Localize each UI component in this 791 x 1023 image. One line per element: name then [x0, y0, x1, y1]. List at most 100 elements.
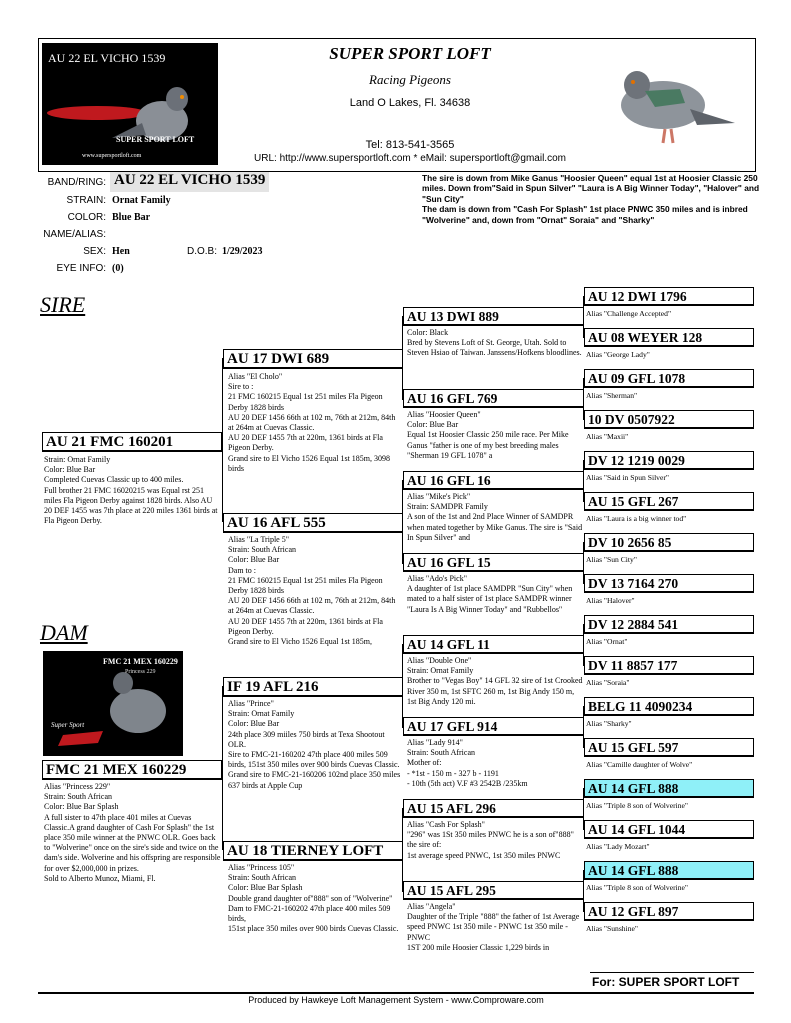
g4-band-9: DV 12 2884 541: [584, 615, 754, 634]
sire-band: AU 21 FMC 160201: [42, 432, 222, 452]
g2-desc-2: Alias "La Triple 5" Strain: South Africa…: [228, 535, 396, 647]
g2-band-3: IF 19 AFL 216: [223, 677, 403, 697]
g4-alias-14: Alias "Lady Mozart": [586, 842, 650, 851]
loft-location: Land O Lakes, Fl. 34638: [349, 97, 471, 109]
sex-label: SEX:: [83, 246, 106, 257]
dam-pigeon-photo: FMC 21 MEX 160229 Super Sport Princess 2…: [43, 651, 183, 756]
g3-desc-6: Alias "Lady 914" Strain: South African M…: [407, 738, 528, 788]
color-label: COLOR:: [67, 212, 106, 223]
g2-desc-3: Alias "Prince" Strain: Ornat Family Colo…: [228, 699, 401, 790]
g4-band-6: AU 15 GFL 267: [584, 492, 754, 511]
band-label: BAND/RING:: [47, 177, 106, 188]
dam-desc: Alias "Princess 229" Strain: South Afric…: [44, 782, 221, 883]
header-frame: [38, 38, 756, 172]
pigeon-image: [42, 43, 218, 165]
g4-band-4: 10 DV 0507922: [584, 410, 754, 429]
left-photo-title: AU 22 EL VICHO 1539: [48, 51, 166, 65]
g3-desc-3: Alias "Mike's Pick" Strain: SAMDPR Famil…: [407, 492, 583, 542]
loft-tel: Tel: 813-541-3565: [365, 139, 455, 151]
g2-band-4: AU 18 TIERNEY LOFT: [223, 841, 403, 861]
g3-desc-5: Alias "Double One" Strain: Ornat Family …: [407, 656, 583, 706]
g2-desc-1: Alias "El Cholo" Sire to : 21 FMC 160215…: [228, 372, 396, 473]
eye-label: EYE INFO:: [56, 263, 106, 274]
g4-alias-5: Alias "Said in Spun Silver": [586, 473, 669, 482]
g3-band-7: AU 15 AFL 296: [403, 799, 584, 818]
sire-desc: Strain: Ornat Family Color: Blue Bar Com…: [44, 455, 218, 526]
g3-band-6: AU 17 GFL 914: [403, 717, 584, 736]
strain-label: STRAIN:: [66, 195, 106, 206]
g4-band-2: AU 08 WEYER 128: [584, 328, 754, 347]
g4-alias-12: Alias "Camille daughter of Wolve": [586, 760, 693, 769]
g4-alias-16: Alias "Sunshine": [586, 924, 638, 933]
dam-pigeon-image: [43, 651, 183, 756]
g4-alias-9: Alias "Ornat": [586, 637, 628, 646]
loft-url-email: URL: http://www.supersportloft.com * eMa…: [254, 153, 566, 164]
g3-desc-8: Alias "Angela" Daughter of the Triple "8…: [407, 902, 580, 952]
left-photo-url: www.supersportloft.com: [82, 153, 142, 159]
sire-heading: SIRE: [40, 292, 86, 317]
g4-alias-7: Alias "Sun City": [586, 555, 637, 564]
for-loft-label: For: SUPER SPORT LOFT: [592, 975, 740, 989]
g4-band-5: DV 12 1219 0029: [584, 451, 754, 470]
g4-band-15: AU 14 GFL 888: [584, 861, 754, 880]
g3-desc-1: Color: Black Bred by Stevens Loft of St.…: [407, 328, 582, 358]
g3-band-2: AU 16 GFL 769: [403, 389, 584, 408]
pedigree-notes: The sire is down from Mike Ganus "Hoosie…: [422, 173, 760, 225]
dam-band: FMC 21 MEX 160229: [42, 760, 222, 780]
pigeon-portrait-image: [621, 71, 735, 144]
g4-alias-11: Alias "Sharky": [586, 719, 632, 728]
g4-band-14: AU 14 GFL 1044: [584, 820, 754, 839]
right-pigeon-photo: [595, 43, 750, 163]
g4-alias-4: Alias "Maxii": [586, 432, 629, 441]
g4-alias-6: Alias "Laura is a big winner tod": [586, 514, 687, 523]
sex-value: Hen: [112, 246, 130, 257]
g4-alias-15: Alias "Triple 8 son of Wolverine": [586, 883, 688, 892]
g2-band-2: AU 16 AFL 555: [223, 513, 403, 533]
connector-dam: [222, 686, 223, 850]
produced-by: Produced by Hawkeye Loft Management Syst…: [248, 995, 544, 1005]
left-photo-brand: SUPER SPORT LOFT: [116, 135, 195, 144]
g2-band-1: AU 17 DWI 689: [223, 349, 403, 369]
g4-band-8: DV 13 7164 270: [584, 574, 754, 593]
g4-band-16: AU 12 GFL 897: [584, 902, 754, 921]
loft-name: SUPER SPORT LOFT: [329, 44, 491, 63]
dam-photo-alias: Princess 229: [125, 669, 156, 675]
g3-desc-2: Alias "Hoosier Queen" Color: Blue Bar Eq…: [407, 410, 569, 460]
dam-heading: DAM: [40, 620, 88, 645]
g4-band-10: DV 11 8857 177: [584, 656, 754, 675]
dam-photo-brand: Super Sport: [51, 721, 85, 729]
g3-band-8: AU 15 AFL 295: [403, 881, 584, 900]
g4-alias-10: Alias "Soraia": [586, 678, 630, 687]
footer-rule: [38, 992, 754, 994]
alias-label: NAME/ALIAS:: [43, 229, 106, 240]
eye-value: (0): [112, 263, 124, 274]
g4-band-3: AU 09 GFL 1078: [584, 369, 754, 388]
g2-desc-4: Alias "Princess 105" Strain: South Afric…: [228, 863, 399, 934]
g4-band-12: AU 15 GFL 597: [584, 738, 754, 757]
g4-band-13: AU 14 GFL 888: [584, 779, 754, 798]
connector-sire: [222, 358, 223, 522]
g3-desc-7: Alias "Cash For Splash" "296" was 1St 35…: [407, 820, 574, 860]
color-value: Blue Bar: [112, 212, 151, 223]
g3-band-1: AU 13 DWI 889: [403, 307, 584, 326]
g4-band-7: DV 10 2656 85: [584, 533, 754, 552]
g3-desc-4: Alias "Ado's Pick" A daughter of 1st pla…: [407, 574, 573, 614]
g4-alias-3: Alias "Sherman": [586, 391, 638, 400]
dob-value: 1/29/2023: [222, 246, 263, 257]
dam-photo-band: FMC 21 MEX 160229: [103, 657, 178, 666]
band-value: AU 22 EL VICHO 1539: [110, 172, 270, 192]
g4-band-1: AU 12 DWI 1796: [584, 287, 754, 306]
g4-alias-2: Alias "George Lady": [586, 350, 650, 359]
g3-band-3: AU 16 GFL 16: [403, 471, 584, 490]
g4-band-11: BELG 11 4090234: [584, 697, 754, 716]
g4-alias-8: Alias "Halover": [586, 596, 635, 605]
g4-alias-13: Alias "Triple 8 son of Wolverine": [586, 801, 688, 810]
for-underline-top: [590, 972, 754, 973]
g3-band-4: AU 16 GFL 15: [403, 553, 584, 572]
dob-label: D.O.B:: [187, 246, 218, 257]
left-pigeon-photo: AU 22 EL VICHO 1539 SUPER SPORT LOFT www…: [42, 43, 218, 165]
strain-value: Ornat Family: [112, 195, 171, 206]
loft-subtitle: Racing Pigeons: [369, 72, 451, 87]
g4-alias-1: Alias "Challenge Accepted": [586, 309, 672, 318]
g3-band-5: AU 14 GFL 11: [403, 635, 584, 654]
